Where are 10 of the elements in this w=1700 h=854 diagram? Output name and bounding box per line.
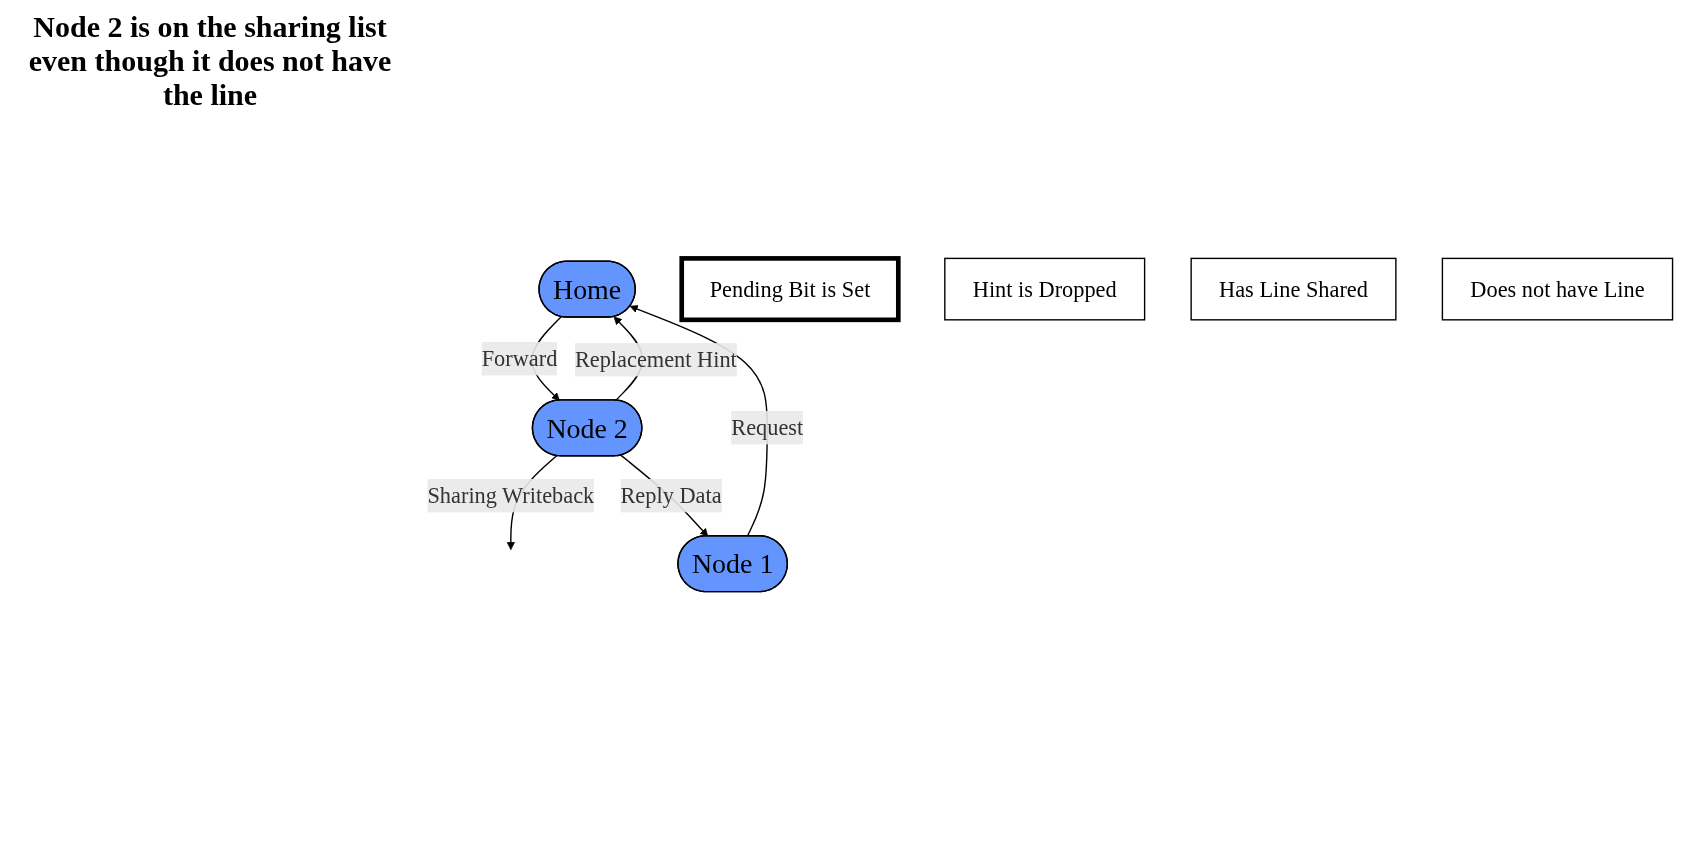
node-box: Has Line Shared <box>1190 257 1397 321</box>
edge-label: Forward <box>481 346 558 371</box>
edge-label: Sharing Writeback <box>427 483 595 508</box>
node-box: Does not have Line <box>1441 257 1674 321</box>
edge-label: Request <box>731 415 804 440</box>
node-box: Hint is Dropped <box>944 257 1146 321</box>
edge-label: Replacement Hint <box>574 347 737 372</box>
edge-label: Reply Data <box>620 483 722 508</box>
note-text: Node 2 is on the sharing list even though it does not have the line <box>27 10 393 112</box>
node-box: Pending Bit is Set <box>679 256 901 323</box>
